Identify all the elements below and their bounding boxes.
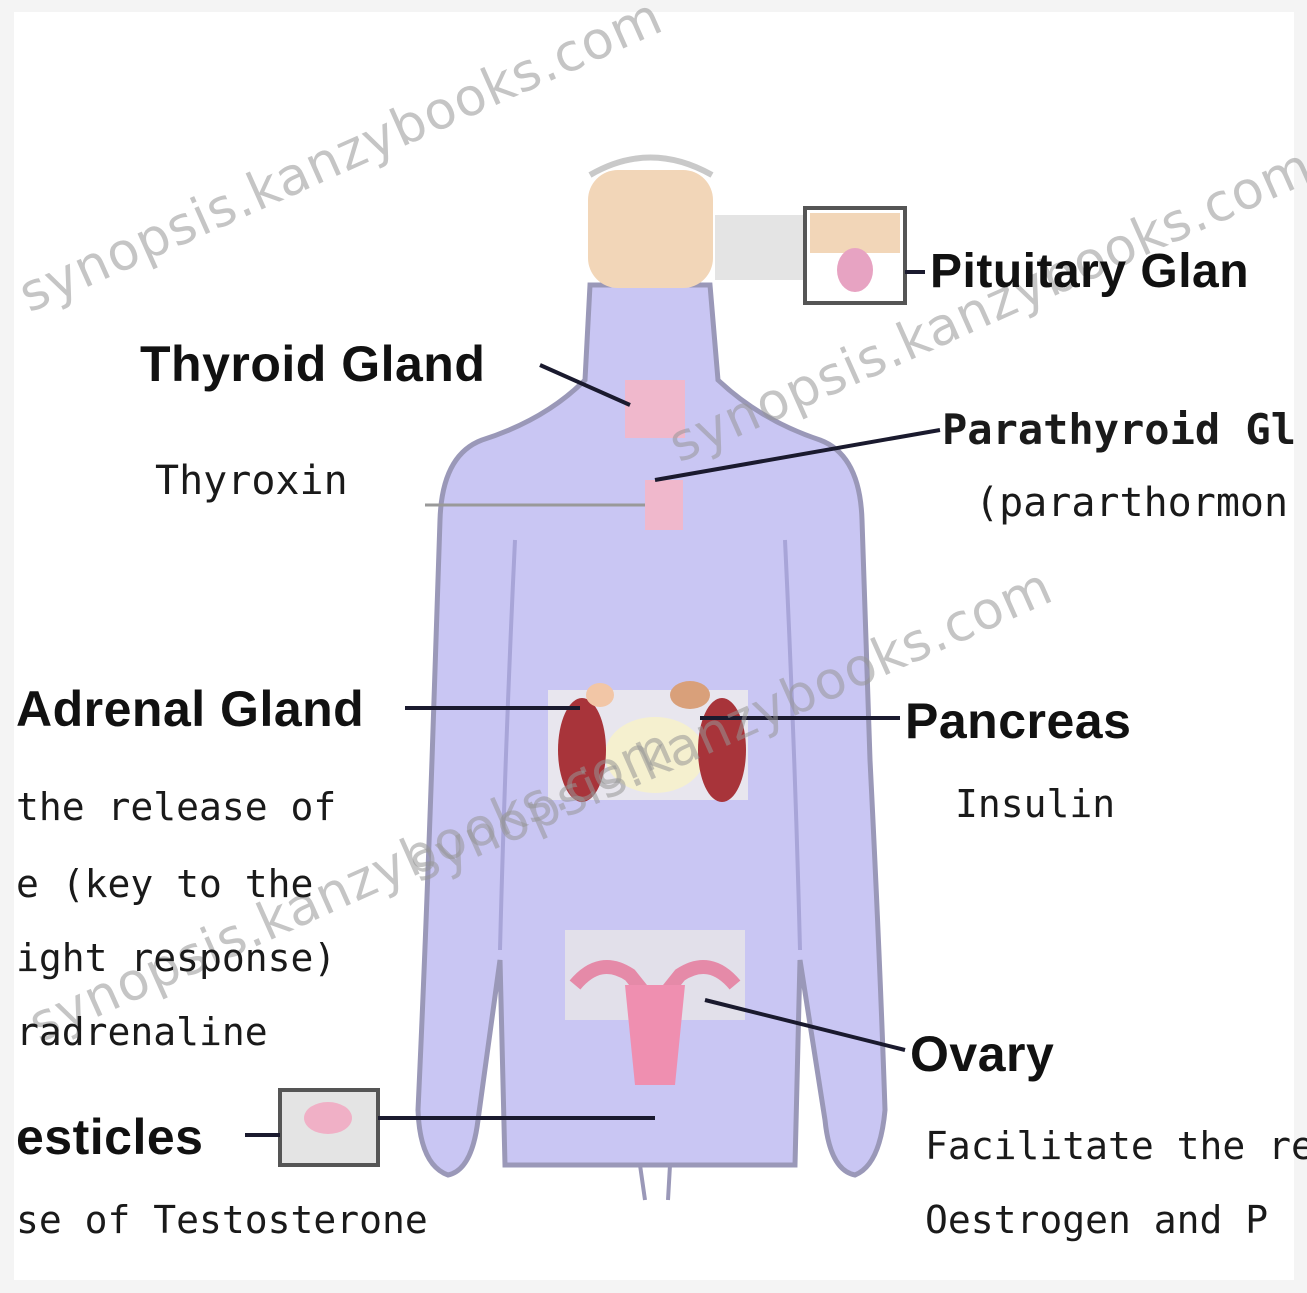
pituitary-pointer xyxy=(715,215,805,280)
label-pancreas: Pancreas xyxy=(905,692,1131,750)
pituitary-inset-skin xyxy=(810,213,900,253)
label-adrenal-line1: the release of xyxy=(16,785,336,829)
pituitary-organ xyxy=(837,248,873,292)
label-thyroxin: Thyroxin xyxy=(155,458,348,504)
parathyroid-organ xyxy=(645,480,683,530)
label-adrenal-line4: radrenaline xyxy=(16,1010,268,1054)
testicles-organ xyxy=(304,1102,352,1134)
label-thyroid: Thyroid Gland xyxy=(140,335,485,393)
head xyxy=(588,170,713,288)
left-adrenal xyxy=(586,683,614,707)
label-adrenal-line2: e (key to the xyxy=(16,862,313,906)
label-ovary-line1: Facilitate the re xyxy=(925,1124,1307,1168)
label-testicles-line1: se of Testosterone xyxy=(16,1198,428,1242)
label-insulin: Insulin xyxy=(955,782,1115,826)
label-pituitary: Pituitary Glan xyxy=(930,244,1249,299)
label-parathyroid: Parathyroid Gl xyxy=(942,405,1296,454)
label-adrenal-line3: ight response) xyxy=(16,936,336,980)
label-parathormone: (pararthormon xyxy=(975,480,1288,526)
uterus xyxy=(625,985,685,1085)
label-ovary-line2: Oestrogen and P xyxy=(925,1198,1268,1242)
label-ovary: Ovary xyxy=(910,1025,1054,1083)
label-adrenal: Adrenal Gland xyxy=(16,680,364,738)
label-testicles: esticles xyxy=(16,1108,203,1166)
